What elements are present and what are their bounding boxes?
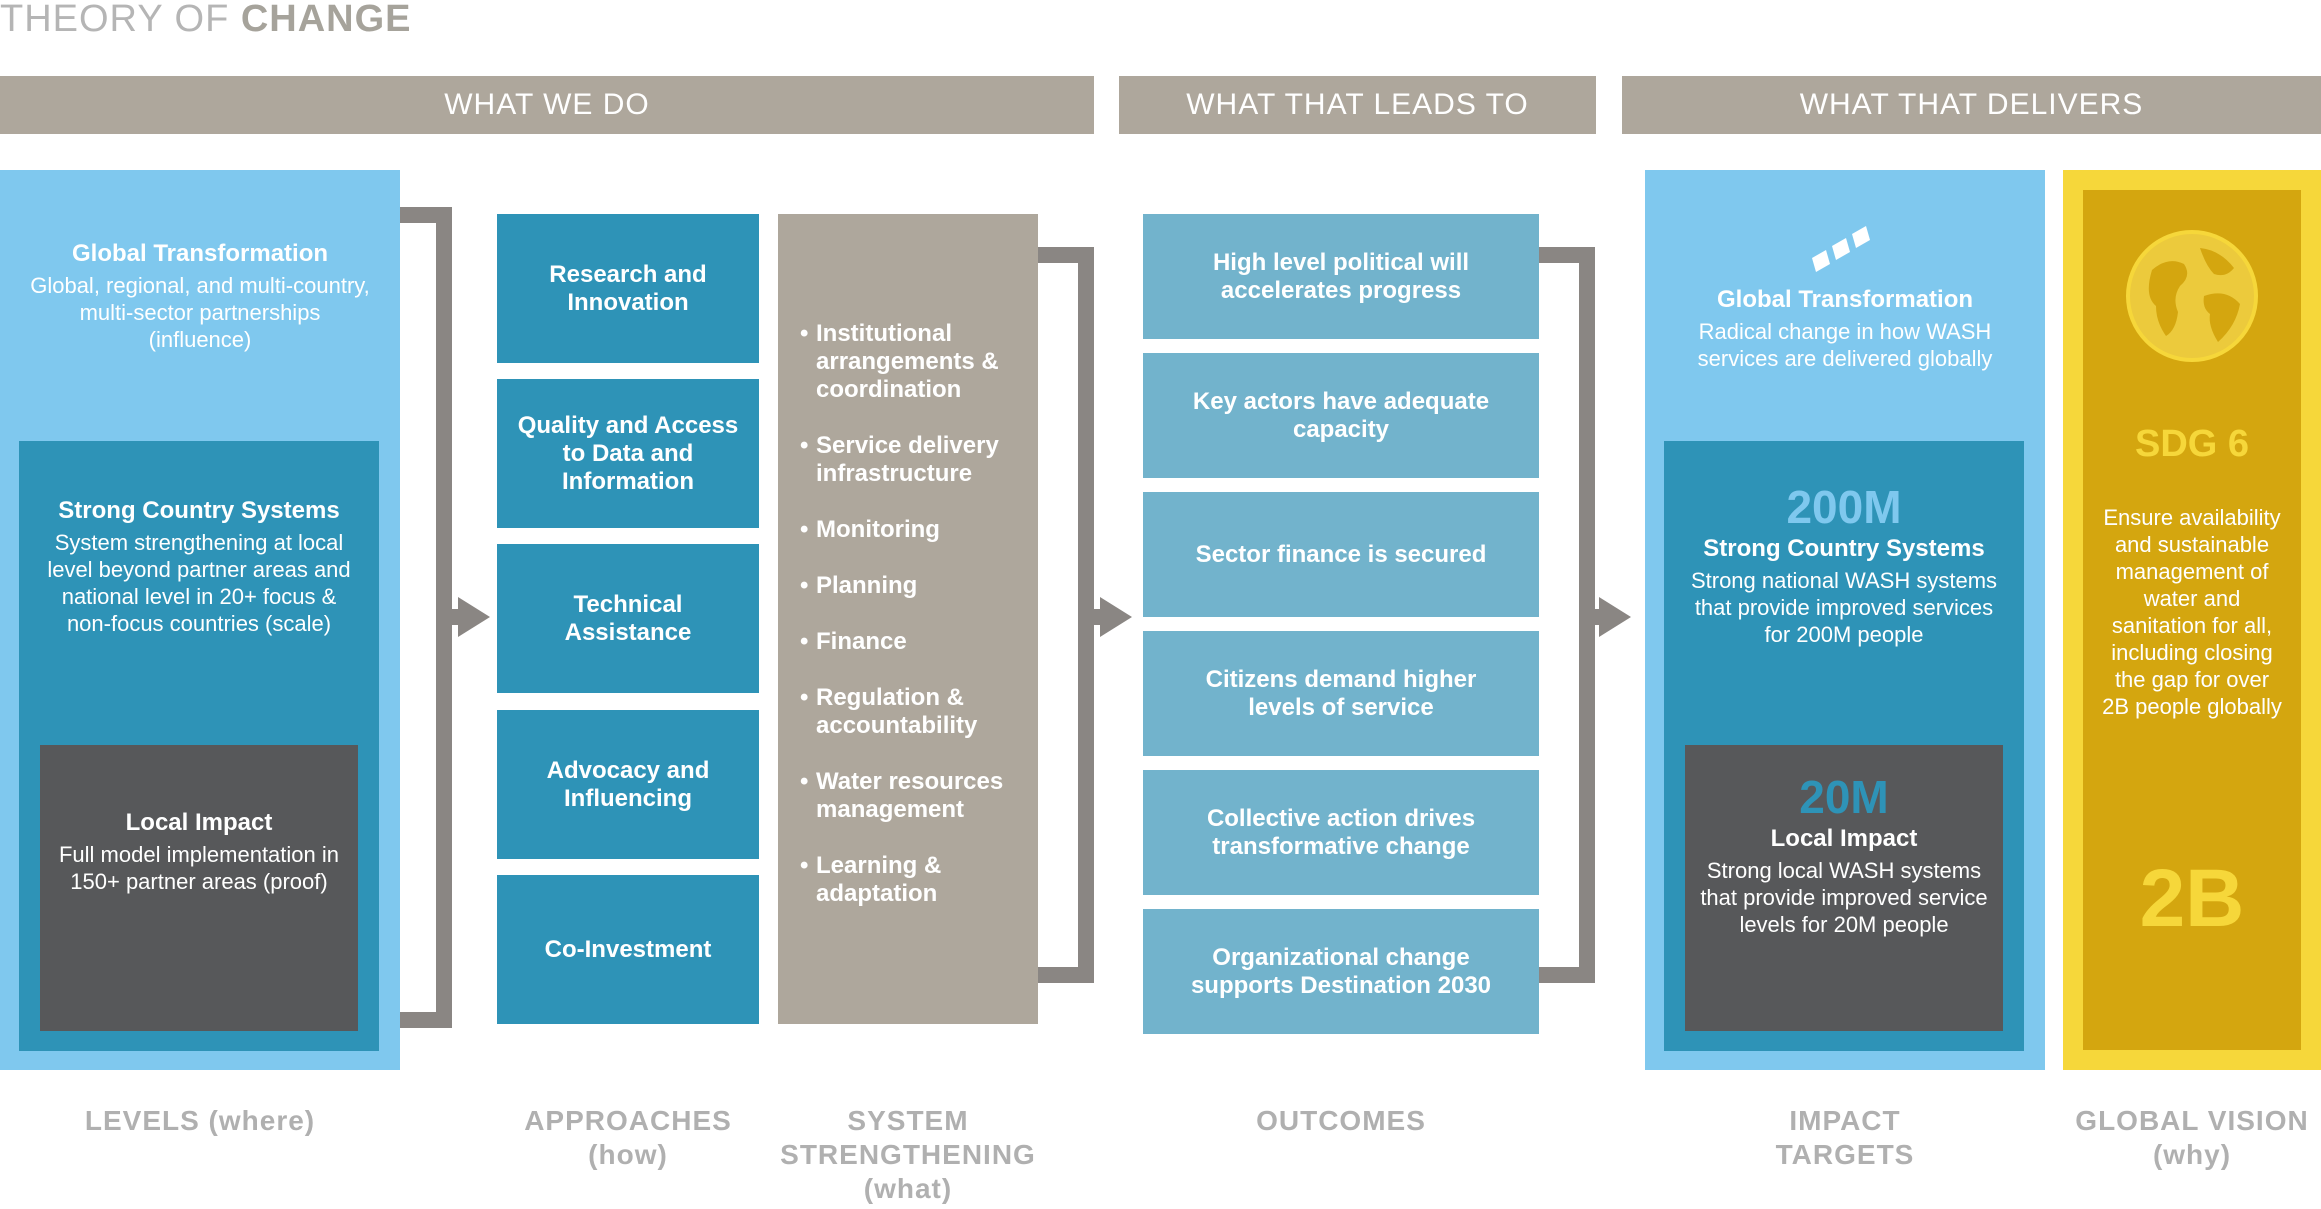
label-outcomes: OUTCOMES [1256,1105,1426,1136]
level-global-text: Global, regional, and multi-country, mul… [30,273,370,352]
impact-local-text: Strong local WASH systems that provide i… [1700,858,1988,937]
approach-box: Quality and Access to Data and Informati… [497,379,759,528]
impact-panel: Global Transformation Radical change in … [1645,170,2045,1070]
triple-arrow-icon [1812,226,1870,272]
label-impact: IMPACT TARGETS [1775,1105,1915,1170]
system-item: •Learning & adaptation [800,852,1028,908]
approach-box: Technical Assistance [497,544,759,693]
label-system: SYSTEM STRENGTHENING (what) [780,1105,1036,1204]
vision-inner: SDG 6 Ensure availability and sustainabl… [2083,190,2301,1050]
level-global: Global Transformation Global, regional, … [30,240,370,353]
impact-local: 20M Local Impact Strong local WASH syste… [1699,771,1989,938]
vision-title: SDG 6 [2134,423,2250,465]
level-country-box: Strong Country Systems System strengthen… [19,441,379,1051]
impact-country: 200M Strong Country Systems Strong natio… [1684,481,2004,648]
level-local-title: Local Impact [125,809,273,836]
outcome-box: Citizens demand higher levels of service [1143,631,1539,756]
outcome-box: Collective action drives transformative … [1143,770,1539,895]
level-country-text: System strengthening at local level beyo… [47,530,351,636]
system-item: •Monitoring [800,516,940,543]
impact-country-text: Strong national WASH systems that provid… [1690,568,1998,647]
system-item-label: Service delivery infrastructure [816,432,999,487]
label-levels: LEVELS (where) [84,1105,316,1136]
outcome-box: Key actors have adequate capacity [1143,353,1539,478]
system-item-label: Water resources management [816,768,1004,823]
impact-country-title: Strong Country Systems [1703,535,1985,562]
impact-local-box: 20M Local Impact Strong local WASH syste… [1685,745,2003,1031]
system-item: •Finance [800,628,907,655]
label-approaches: APPROACHES (how) [524,1105,732,1170]
impact-local-number: 20M [1799,771,1889,823]
vision-text: Ensure availability and sustainable mana… [2102,505,2282,719]
system-item: •Regulation & accountability [800,684,1028,740]
level-country: Strong Country Systems System strengthen… [39,497,359,637]
header-what-we-do: WHAT WE DO [0,76,1094,134]
impact-country-box: 200M Strong Country Systems Strong natio… [1664,441,2024,1051]
system-item: •Service delivery infrastructure [800,432,1028,488]
level-local-text: Full model implementation in 150+ partne… [58,842,340,894]
level-global-title: Global Transformation [71,240,329,267]
level-local: Local Impact Full model implementation i… [54,809,344,895]
header-delivers: WHAT THAT DELIVERS [1622,76,2321,134]
approach-box: Research and Innovation [497,214,759,363]
levels-panel: Global Transformation Global, regional, … [0,170,400,1070]
impact-global: Global Transformation Radical change in … [1675,286,2015,372]
system-item: •Water resources management [800,768,1028,824]
impact-global-title: Global Transformation [1716,286,1974,313]
vision-panel: SDG 6 Ensure availability and sustainabl… [2063,170,2321,1070]
system-item-label: Learning & adaptation [816,852,942,907]
impact-global-text: Radical change in how WASH services are … [1697,319,1993,371]
level-country-title: Strong Country Systems [58,497,340,524]
connector-arrow-system [1038,247,1132,983]
page-title: THEORY OF CHANGE [0,0,412,44]
system-item: •Planning [800,572,918,599]
system-item: •Institutional arrangements & coordinati… [800,320,1028,404]
system-item-label: Regulation & accountability [816,684,978,739]
header-leads-to: WHAT THAT LEADS TO [1119,76,1596,134]
system-item-label: Monitoring [816,516,940,543]
outcome-box: Organizational change supports Destinati… [1143,909,1539,1034]
system-strengthening-panel: •Institutional arrangements & coordinati… [778,214,1038,1024]
globe-icon [2126,230,2258,362]
impact-country-number: 200M [1786,481,1902,533]
system-item-label: Planning [816,572,918,599]
label-vision: GLOBAL VISION (why) [2075,1105,2309,1170]
level-local-box: Local Impact Full model implementation i… [40,745,358,1031]
impact-local-title: Local Impact [1770,825,1918,852]
title-bold: CHANGE [240,0,412,40]
title-light: THEORY OF [0,0,241,40]
system-item-label: Finance [816,628,907,655]
outcome-box: High level political will accelerates pr… [1143,214,1539,339]
approach-box: Advocacy and Influencing [497,710,759,859]
approach-box: Co-Investment [497,875,759,1024]
outcome-box: Sector finance is secured [1143,492,1539,617]
system-item-label: Institutional arrangements & coordinatio… [816,320,999,403]
connector-arrow-outcomes [1539,247,1631,983]
vision-number: 2B [2139,853,2245,944]
connector-arrow-levels [400,207,490,1028]
